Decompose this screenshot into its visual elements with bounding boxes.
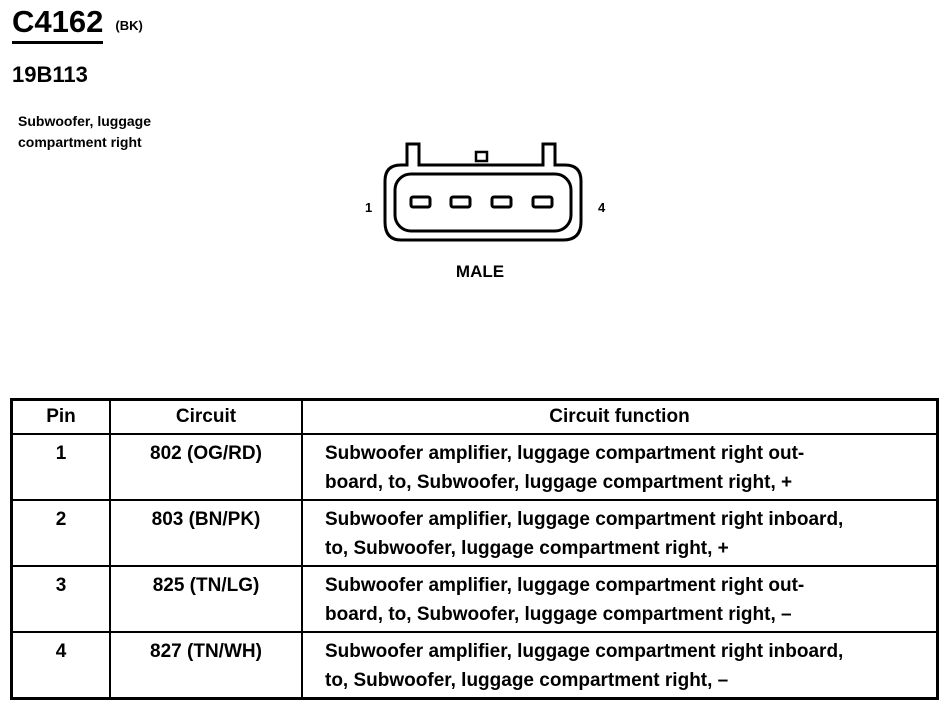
circuit-code: 825 (TN/LG) <box>109 565 303 633</box>
connector-gender-label: MALE <box>455 262 505 281</box>
connector-key <box>474 150 489 163</box>
pin-number: 2 <box>10 499 111 567</box>
pin-number: 4 <box>10 631 111 700</box>
connector-housing-outline <box>383 142 583 242</box>
connector-id-row: C4162 (BK) <box>12 4 143 44</box>
connector-header: C4162 (BK) <box>12 4 143 44</box>
table-row: 3 825 (TN/LG) Subwoofer amplifier, lugga… <box>10 565 939 633</box>
location-line-1: Subwoofer, luggage <box>18 113 152 129</box>
table-row: 1 802 (OG/RD) Subwoofer amplifier, lugga… <box>10 433 939 501</box>
connector-cavity <box>393 172 573 233</box>
connector-location: Subwoofer, luggage compartment right <box>18 111 218 153</box>
circuit-code: 802 (OG/RD) <box>109 433 303 501</box>
function-line-1: Subwoofer amplifier, luggage compartment… <box>325 641 844 662</box>
function-line-2: board, to, Subwoofer, luggage compartmen… <box>325 604 792 625</box>
pin-terminal-3 <box>490 195 513 209</box>
function-line-2: board, to, Subwoofer, luggage compartmen… <box>325 472 793 493</box>
table-row: 4 827 (TN/WH) Subwoofer amplifier, lugga… <box>10 631 939 700</box>
circuit-function: Subwoofer amplifier, luggage compartment… <box>301 565 939 633</box>
function-line-1: Subwoofer amplifier, luggage compartment… <box>325 509 844 530</box>
header-circuit-function: Circuit function <box>301 398 939 435</box>
part-number: 19B113 <box>12 62 88 87</box>
location-line-2: compartment right <box>18 134 142 150</box>
function-line-2: to, Subwoofer, luggage compartment right… <box>325 670 729 691</box>
header-pin: Pin <box>10 398 111 435</box>
pin-terminal-4 <box>531 195 554 209</box>
function-line-2: to, Subwoofer, luggage compartment right… <box>325 538 729 559</box>
connector-face-diagram: 1 4 <box>365 142 606 242</box>
circuit-function: Subwoofer amplifier, luggage compartment… <box>301 499 939 567</box>
table-row: 2 803 (BN/PK) Subwoofer amplifier, lugga… <box>10 499 939 567</box>
pin-start-label: 1 <box>365 200 372 215</box>
circuit-code: 827 (TN/WH) <box>109 631 303 700</box>
function-line-1: Subwoofer amplifier, luggage compartment… <box>325 575 805 596</box>
table-header-row: Pin Circuit Circuit function <box>10 398 939 435</box>
function-line-1: Subwoofer amplifier, luggage compartment… <box>325 443 805 464</box>
pin-circuit-table: Pin Circuit Circuit function 1 802 (OG/R… <box>10 398 939 700</box>
pin-terminal-2 <box>449 195 472 209</box>
circuit-function: Subwoofer amplifier, luggage compartment… <box>301 433 939 501</box>
header-circuit: Circuit <box>109 398 303 435</box>
pin-end-label: 4 <box>598 200 606 215</box>
pin-terminal-1 <box>409 195 432 209</box>
pin-number: 3 <box>10 565 111 633</box>
circuit-code: 803 (BN/PK) <box>109 499 303 567</box>
connector-id: C4162 <box>12 4 104 44</box>
circuit-function: Subwoofer amplifier, luggage compartment… <box>301 631 939 700</box>
connector-color-code: (BK) <box>115 18 143 33</box>
pin-number: 1 <box>10 433 111 501</box>
